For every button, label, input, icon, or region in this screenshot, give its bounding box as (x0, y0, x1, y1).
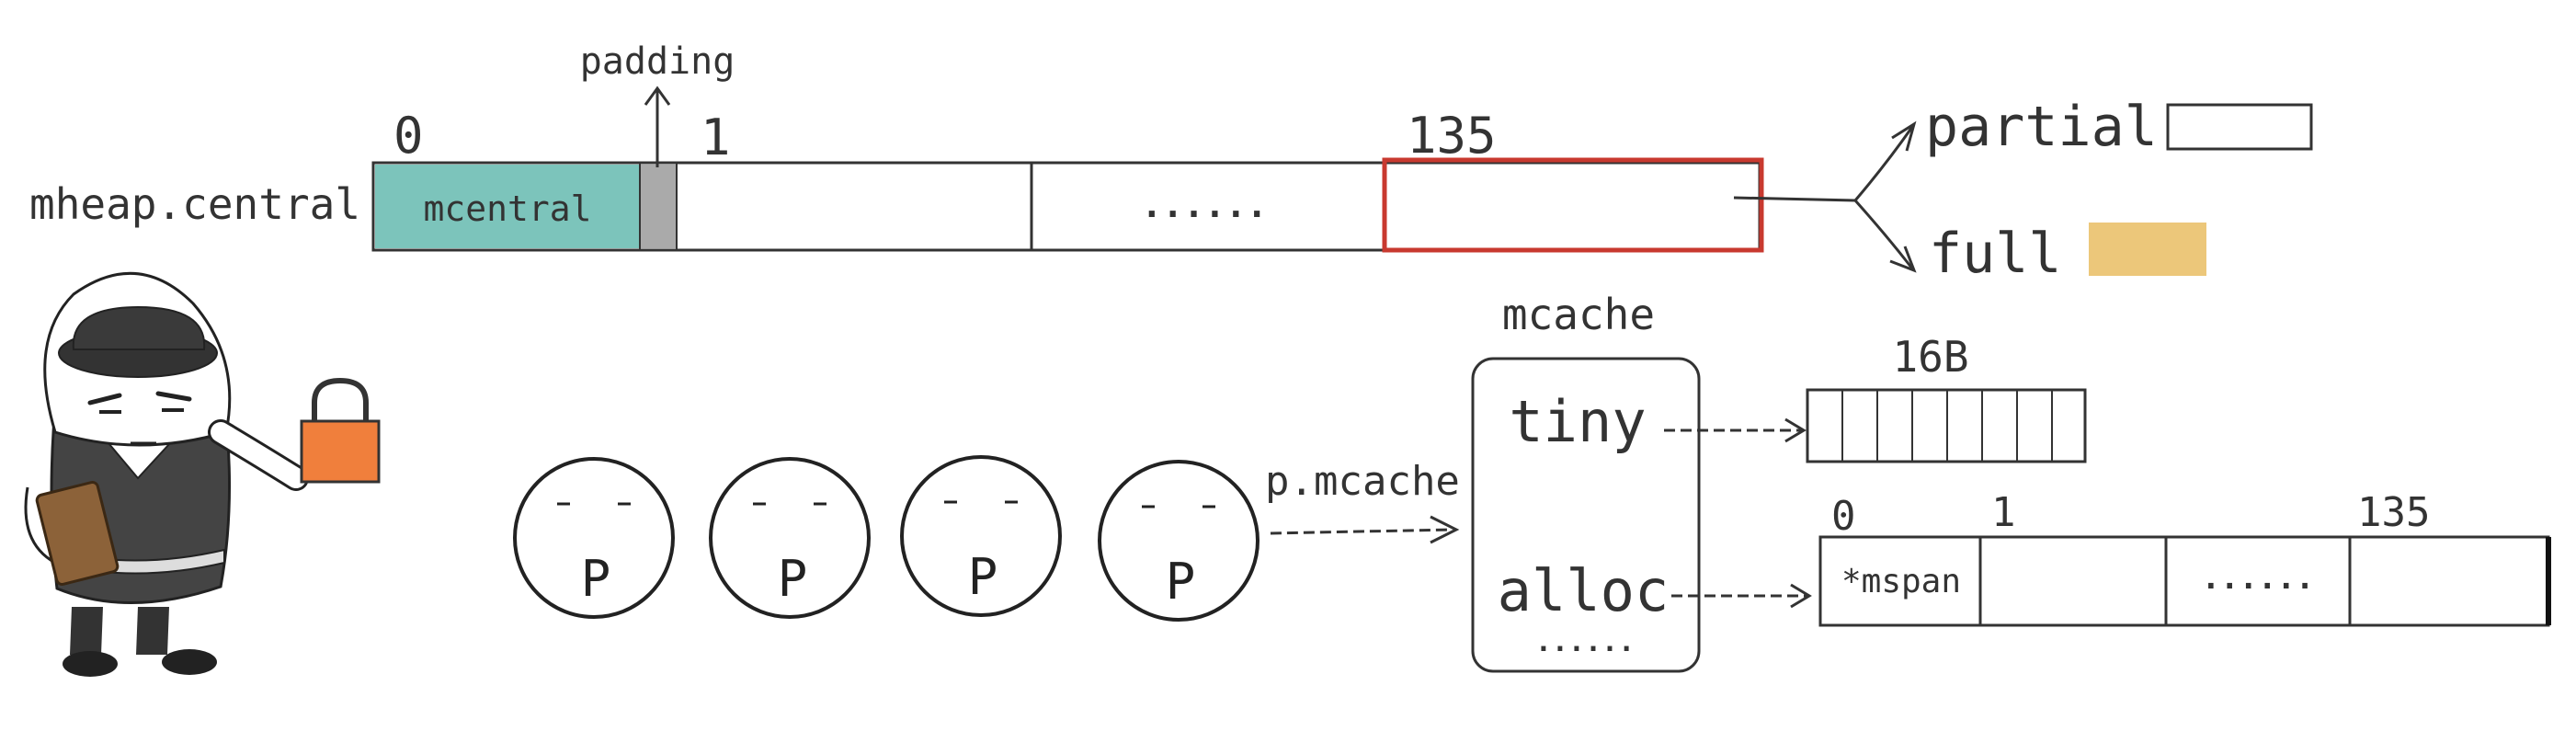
full-arrowhead (1889, 246, 1917, 273)
mcache-tiny-field: tiny (1509, 388, 1646, 455)
mcache-struct: mcache tiny alloc ...... (1471, 290, 1812, 673)
branch-stem (1733, 196, 1856, 202)
padding-arrowhead (644, 86, 671, 106)
mheap-central-label: mheap.central (29, 179, 360, 229)
mcache-box (1471, 357, 1701, 673)
partial-arrowhead (1891, 120, 1917, 152)
mcache-title: mcache (1502, 290, 1655, 339)
processor-letter: P (778, 550, 808, 608)
processor-p: P (513, 457, 675, 619)
alloc-index-135-label: 135 (2357, 489, 2430, 536)
index-135-label: 135 (1407, 107, 1497, 165)
partial-swatch (2166, 103, 2313, 151)
tiny-byte-dividers (1841, 390, 2053, 462)
processor-p: P (900, 455, 1062, 617)
alloc-index-0-label: 0 (1831, 493, 1856, 540)
index-0-label: 0 (393, 107, 424, 165)
processor-letter: P (1166, 553, 1196, 611)
index-1-label: 1 (701, 109, 731, 166)
padlock-icon (300, 377, 381, 484)
mcentral-cell (375, 165, 640, 248)
tiny-arrowhead (1784, 417, 1807, 443)
p-mcache-arrowhead (1430, 515, 1460, 544)
processor-group: P P P P (513, 455, 1260, 622)
processor-letter: P (968, 548, 998, 606)
egg-guard-character-icon (24, 271, 309, 677)
alloc-ellipsis: ...... (2202, 560, 2315, 597)
processor-p: P (1098, 460, 1260, 622)
alloc-mspan-cell: *mspan (1841, 563, 1961, 600)
tiny-block: 16B (1806, 332, 2087, 463)
mcentral-cell-label: mcentral (423, 188, 591, 229)
padding-cell (640, 165, 677, 248)
size-class-135-cell (1382, 157, 1764, 253)
full-label: full (1929, 222, 2062, 286)
p-mcache-label: p.mcache (1265, 458, 1460, 505)
processor-letter: P (581, 550, 611, 608)
padding-label: padding (580, 40, 735, 83)
full-swatch (2089, 223, 2206, 276)
tiny-size-label: 16B (1892, 332, 1968, 382)
p-mcache-arrow (1270, 528, 1453, 535)
alloc-array: 0 1 135 *mspan ...... (1818, 489, 2551, 627)
mcache-more-fields: ...... (1535, 626, 1635, 658)
mheap-central-array: mheap.central mcentral ...... 0 1 135 pa… (29, 40, 2313, 286)
mcache-alloc-field: alloc (1498, 557, 1670, 624)
branch-to-partial (1853, 126, 1914, 201)
alloc-arrowhead (1790, 583, 1812, 609)
branch-to-full (1853, 199, 1914, 269)
mheap-ellipsis: ...... (1141, 185, 1267, 225)
partial-label: partial (1925, 95, 2158, 159)
processor-p: P (709, 457, 871, 619)
alloc-index-1-label: 1 (1991, 489, 2016, 536)
